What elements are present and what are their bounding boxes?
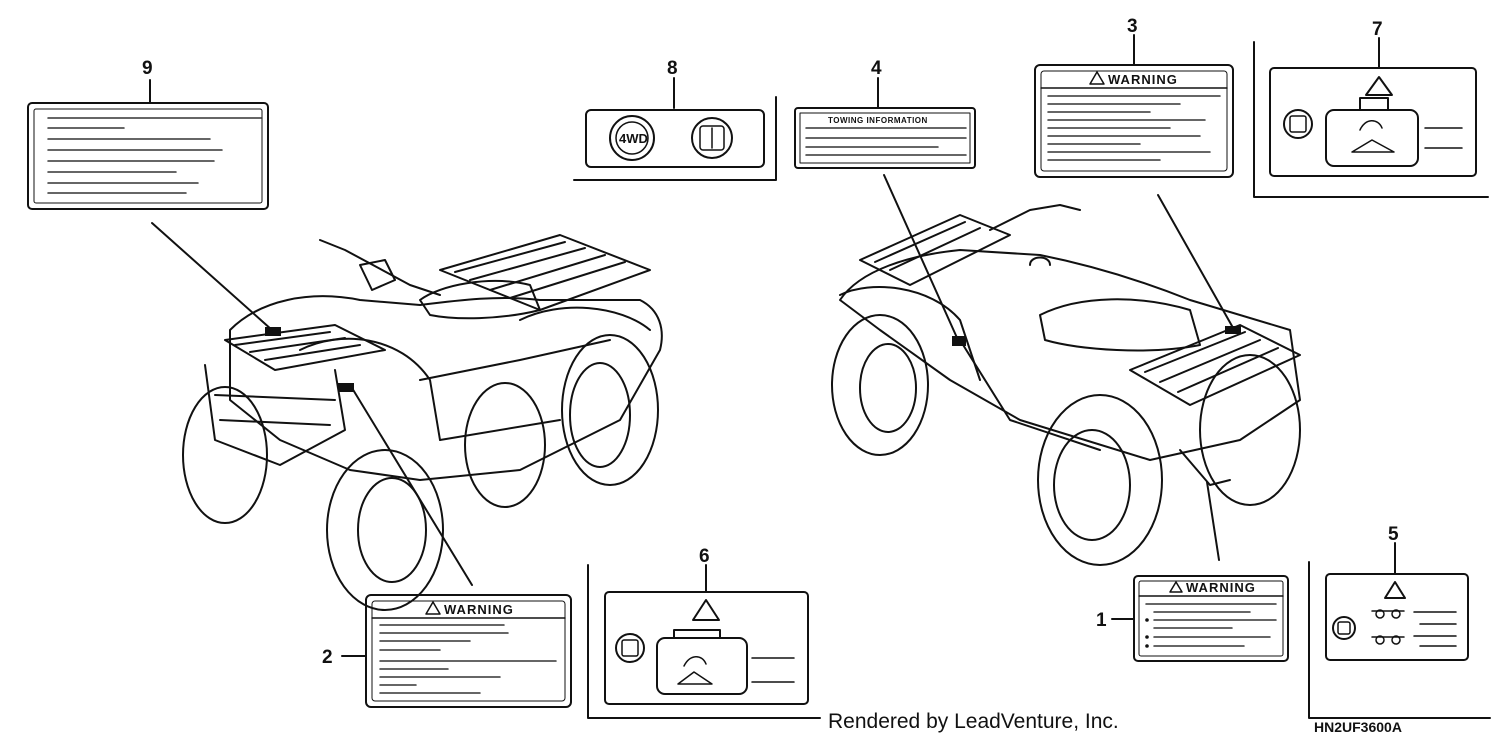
credit-text: Rendered by LeadVenture, Inc.	[828, 710, 1119, 733]
diagram-code: HN2UF3600A	[1314, 719, 1402, 735]
label-card-8	[573, 96, 777, 181]
atv-rear-view	[831, 204, 1301, 566]
label-1-heading: WARNING	[1186, 580, 1256, 595]
part-number-5: 5	[1388, 524, 1399, 545]
label-card-4	[794, 107, 976, 169]
label-2-heading: WARNING	[444, 602, 514, 617]
part-number-4: 4	[871, 58, 882, 79]
label-4-heading: TOWING INFORMATION	[828, 116, 928, 125]
label-card-2	[365, 594, 572, 708]
part-number-7: 7	[1372, 19, 1383, 40]
label-card-1	[1133, 575, 1289, 662]
label-card-5	[1308, 561, 1491, 719]
label-8-badge: 4WD	[619, 131, 648, 146]
label-card-6	[587, 564, 821, 719]
part-number-2: 2	[322, 647, 333, 668]
part-number-8: 8	[667, 58, 678, 79]
label-3-heading: WARNING	[1108, 72, 1178, 87]
part-number-3: 3	[1127, 16, 1138, 37]
part-number-1: 1	[1096, 610, 1107, 631]
label-card-3	[1034, 64, 1234, 178]
part-number-9: 9	[142, 58, 153, 79]
label-card-9	[27, 102, 269, 210]
part-number-6: 6	[699, 546, 710, 567]
atv-front-view	[182, 234, 663, 611]
label-card-7	[1253, 41, 1489, 198]
